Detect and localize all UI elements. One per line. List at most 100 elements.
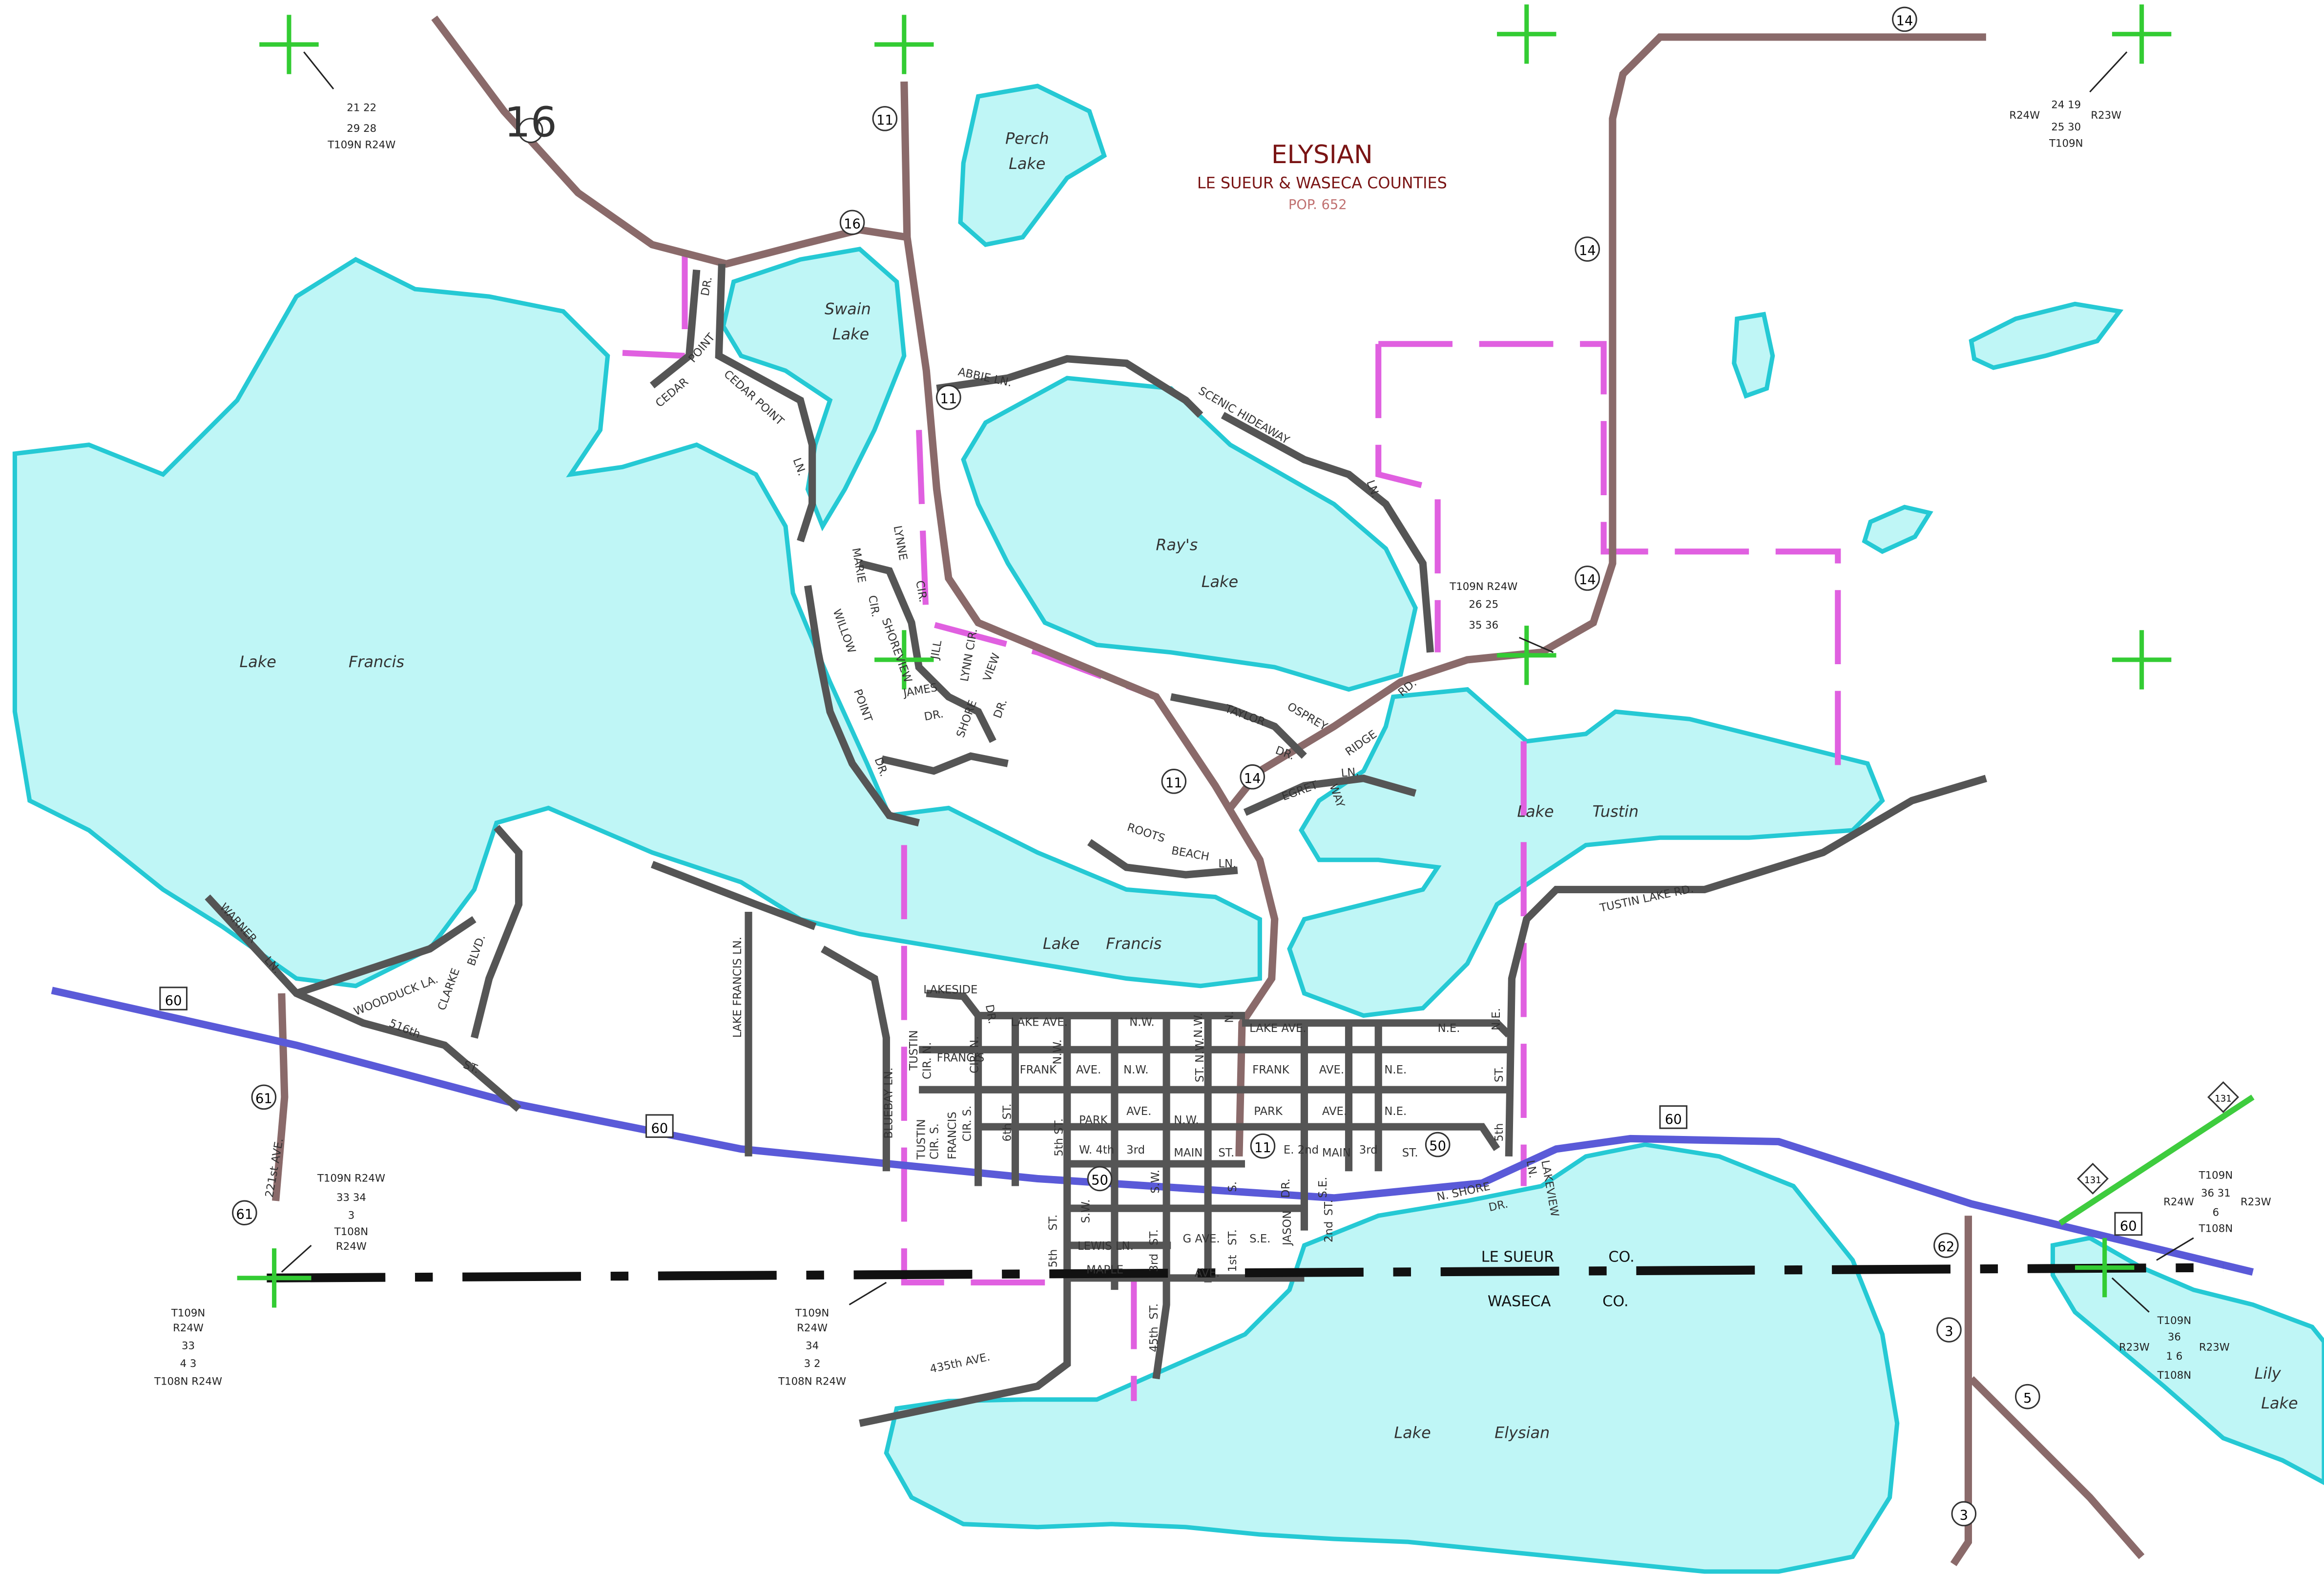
lily-lake-label: Lily — [2254, 1364, 2281, 1383]
county-road-5-shield: 5 — [2015, 1384, 2040, 1409]
svg-text:26 25: 26 25 — [1469, 599, 1498, 611]
map-title: ELYSIAN — [1271, 140, 1373, 169]
street-label: 6th ST. — [1001, 1104, 1014, 1142]
shield-label: 60 — [2120, 1219, 2137, 1234]
street-label: LAKESIDE — [923, 984, 977, 996]
lily-lake-shape — [2050, 1236, 2324, 1485]
street-label: N.E. — [1384, 1105, 1407, 1118]
shield-label: 11 — [1165, 776, 1183, 791]
local-street — [1221, 412, 1434, 653]
us-60-shield: 60 — [645, 1114, 674, 1138]
local-street — [471, 824, 523, 1039]
svg-text:R24W: R24W — [2163, 1196, 2194, 1208]
shield-label: 60 — [651, 1121, 668, 1136]
shield-label: 61 — [255, 1092, 272, 1107]
street-label: 3rd — [1359, 1144, 1378, 1156]
local-street — [821, 946, 890, 1172]
county-south-label: WASECA — [1488, 1293, 1551, 1310]
small-pond-2 — [1969, 301, 2124, 370]
svg-text:R24W: R24W — [173, 1322, 204, 1334]
svg-text:36: 36 — [2168, 1331, 2181, 1343]
street-label: S.W. — [1079, 1199, 1092, 1223]
street-label: MAIN — [1174, 1147, 1203, 1159]
street-label: 5th ST. — [1053, 1118, 1066, 1156]
mn-131 — [2058, 1094, 2255, 1226]
svg-text:24 19: 24 19 — [2051, 99, 2081, 111]
swain-lake-shape — [721, 247, 907, 531]
us-60-shield: 60 — [159, 987, 188, 1010]
local-street — [1242, 1019, 1512, 1038]
local-street — [859, 1015, 1071, 1427]
svg-text:R24W: R24W — [2009, 109, 2040, 122]
perch-lake-shape — [958, 84, 1107, 247]
road-61 — [272, 993, 289, 1201]
street-label: 1st — [1226, 1255, 1239, 1272]
street-label: ST. — [1148, 1303, 1161, 1320]
section-corner — [2112, 630, 2172, 690]
svg-text:R23W: R23W — [2119, 1342, 2150, 1354]
street-label: 5th — [1047, 1249, 1059, 1268]
lake-elysian-label: Lake — [1394, 1424, 1431, 1442]
shield-label: 14 — [1896, 14, 1913, 29]
local-street — [1505, 775, 1988, 1157]
section-corner — [1497, 626, 1556, 685]
street-label: BLUEBAY LN. — [882, 1068, 895, 1139]
section-marker: T109N 36 1 6 T108N R23W R23W — [2111, 1277, 2230, 1382]
street-label: LAKE AVE. — [1011, 1016, 1068, 1029]
road-11 — [900, 81, 1279, 1157]
us-60-shield: 60 — [2114, 1212, 2143, 1236]
shield-label: 131 — [2084, 1176, 2101, 1186]
city-limit-line — [1375, 344, 1441, 652]
svg-text:3: 3 — [348, 1209, 355, 1221]
county-road-16-shield: 16 — [504, 98, 557, 147]
street-label: 45th — [1148, 1326, 1161, 1352]
lily-lake-label: Lake — [2261, 1394, 2298, 1412]
county-road-50-shield: 50 — [1087, 1166, 1113, 1192]
svg-text:33 34: 33 34 — [336, 1192, 366, 1204]
street-label: N.E. — [1490, 1008, 1503, 1030]
county-co-label: CO. — [1602, 1293, 1629, 1310]
street-label: LN. — [1524, 1159, 1539, 1179]
section-corner — [1497, 4, 1556, 64]
street-label: AVE. — [1126, 1105, 1151, 1118]
local-street — [1087, 839, 1238, 879]
small-pond-3 — [1862, 504, 1933, 554]
street-label: DR. — [1280, 1178, 1292, 1198]
local-street — [978, 1123, 1500, 1151]
street-label: CIR. N. — [921, 1042, 934, 1079]
svg-text:3 2: 3 2 — [804, 1358, 821, 1370]
svg-text:1 6: 1 6 — [2166, 1350, 2182, 1363]
street-label: S.E. — [1317, 1177, 1329, 1198]
shield-label: 60 — [1665, 1112, 1682, 1127]
street-label: LAKE AVE. — [1249, 1022, 1307, 1035]
svg-text:R24W: R24W — [336, 1240, 367, 1253]
svg-text:R23W: R23W — [2091, 109, 2121, 122]
section-marker: 24 19 25 30 T109N R24W R23W — [2009, 51, 2128, 150]
svg-text:T108N: T108N — [334, 1226, 368, 1238]
local-street — [936, 355, 1204, 418]
svg-text:4 3: 4 3 — [180, 1358, 197, 1370]
road-14 — [1227, 33, 1986, 811]
shield-label: 11 — [1254, 1140, 1271, 1156]
lake-elysian-label: Elysian — [1494, 1424, 1550, 1442]
street-label: W. 4th — [1079, 1144, 1114, 1156]
perch-lake-label: Lake — [1009, 154, 1045, 173]
svg-text:36 31: 36 31 — [2201, 1187, 2231, 1199]
lake-francis-label: Francis — [349, 652, 404, 671]
county-labels: LE SUEUR CO. WASECA CO. — [1481, 1248, 1635, 1310]
shield-label: 62 — [1938, 1240, 1955, 1255]
shield-label: 11 — [876, 113, 893, 128]
street-label: MAIN — [1322, 1147, 1351, 1159]
street-label: 2nd — [1323, 1221, 1335, 1242]
svg-text:T109N: T109N — [171, 1307, 205, 1320]
shield-label: 60 — [165, 993, 182, 1009]
roads — [51, 15, 2255, 1566]
svg-text:T108N R24W: T108N R24W — [778, 1375, 846, 1387]
section-marker: T109N R24W 33 34 3 T108N R24W — [281, 1172, 385, 1273]
svg-text:34: 34 — [806, 1340, 819, 1352]
road-3 — [1950, 1216, 1972, 1566]
small-pond-1 — [1732, 312, 1775, 399]
map-title-block: ELYSIAN LE SUEUR & WASECA COUNTIES POP. … — [1197, 140, 1447, 212]
swain-lake-label: Swain — [825, 300, 871, 318]
section-markers: 21 22 29 28 T109N R24W 24 19 25 30 T109N… — [154, 51, 2271, 1387]
